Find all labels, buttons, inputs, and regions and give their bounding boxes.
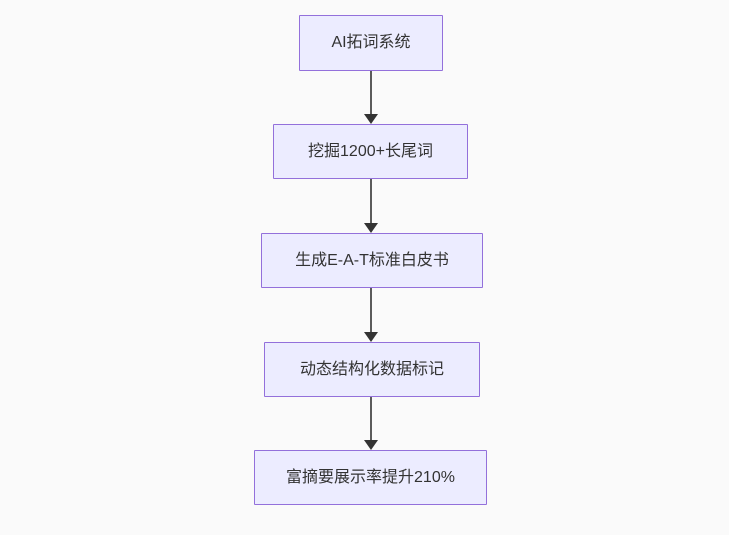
flow-arrow-4	[364, 397, 378, 450]
arrowhead-down-icon	[364, 440, 378, 450]
flow-node-generate-eat-whitepaper: 生成E-A-T标准白皮书	[261, 233, 483, 288]
node-label: 挖掘1200+长尾词	[308, 142, 433, 160]
flow-arrow-3	[364, 288, 378, 342]
arrow-line	[370, 71, 372, 115]
flow-arrow-2	[364, 179, 378, 233]
flow-arrow-1	[364, 71, 378, 124]
flow-node-dynamic-structured-data-markup: 动态结构化数据标记	[264, 342, 480, 397]
arrowhead-down-icon	[364, 223, 378, 233]
flow-node-rich-snippet-rate-increase: 富摘要展示率提升210%	[254, 450, 487, 505]
flow-node-ai-word-expansion-system: AI拓词系统	[299, 15, 443, 71]
arrow-line	[370, 179, 372, 224]
arrowhead-down-icon	[364, 114, 378, 124]
arrow-line	[370, 397, 372, 441]
node-label: 动态结构化数据标记	[299, 360, 444, 378]
arrowhead-down-icon	[364, 332, 378, 342]
node-label: 富摘要展示率提升210%	[286, 468, 455, 486]
arrow-line	[370, 288, 372, 333]
node-label: 生成E-A-T标准白皮书	[295, 251, 449, 269]
node-label: AI拓词系统	[331, 34, 411, 52]
flow-node-mine-longtail-keywords: 挖掘1200+长尾词	[273, 124, 468, 179]
